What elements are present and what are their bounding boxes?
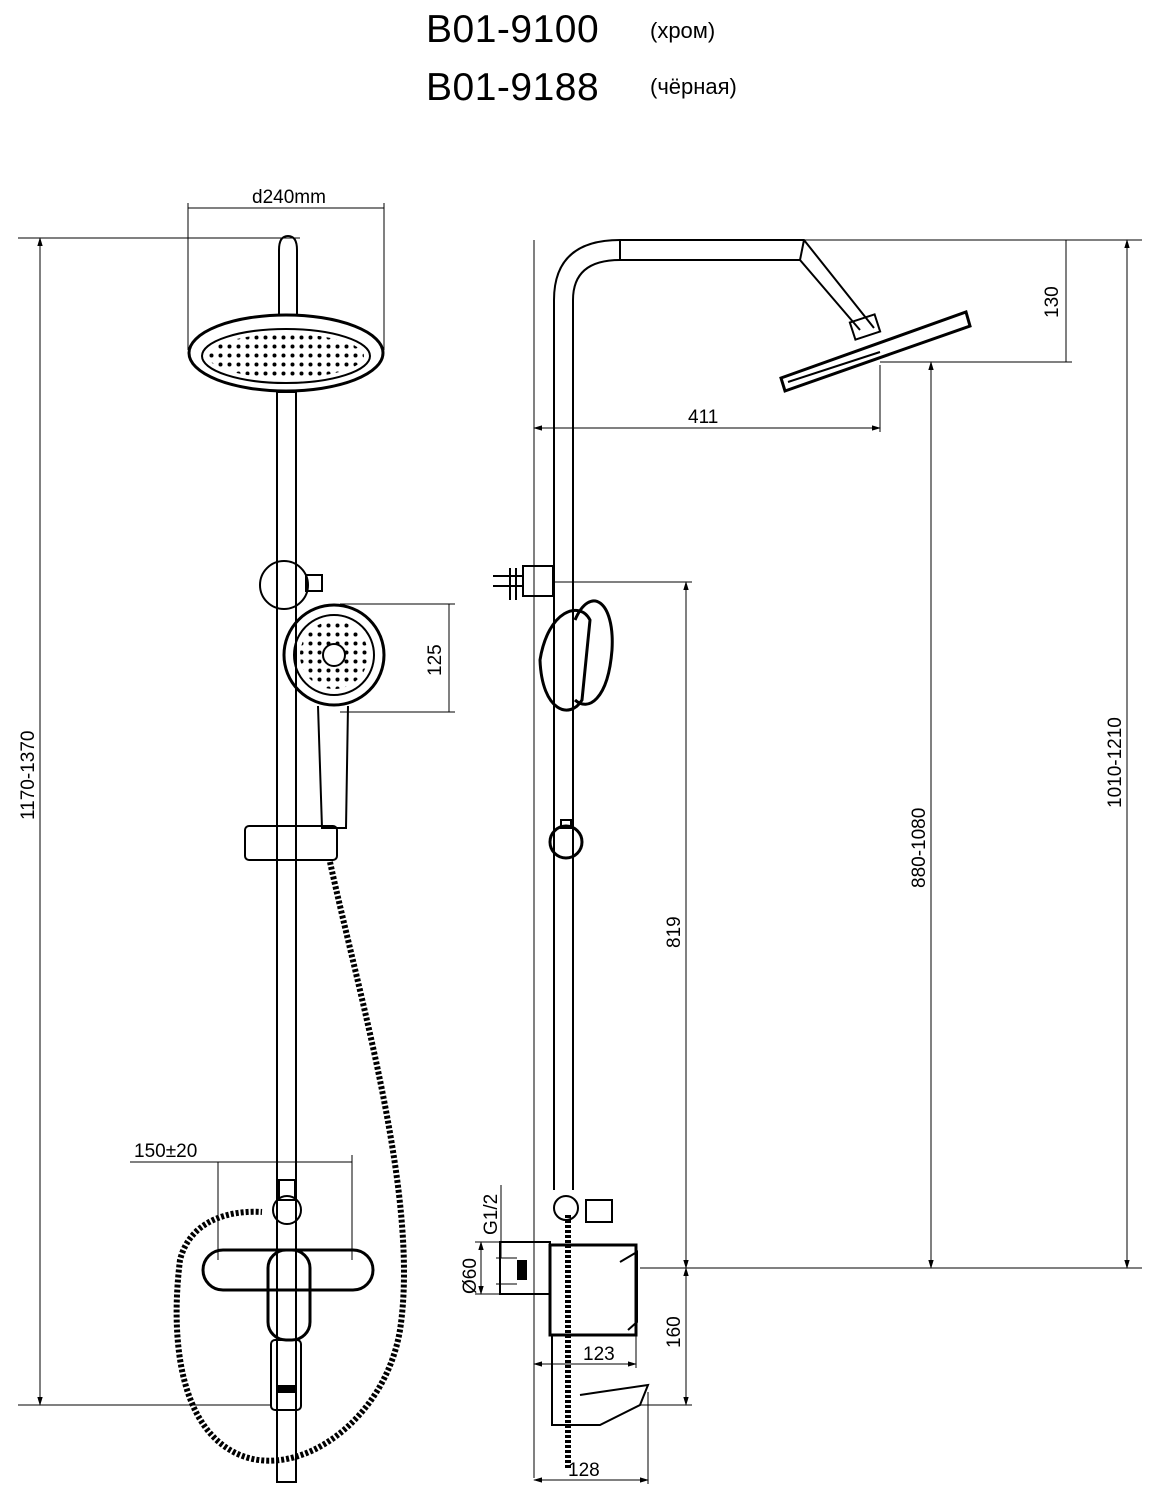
hand-shower-face [293,614,375,696]
hand-shower-center [322,643,346,667]
side-riser-arm [553,239,875,1190]
dim-flange: Ø60 [460,1258,481,1294]
rain-head-face [201,328,371,384]
side-riser-arm-inner [572,259,861,1190]
spout-tip [278,1385,296,1393]
shower-hose [173,861,407,1464]
wall-bracket [522,565,554,597]
mixer-lever [266,1248,312,1342]
slider-bracket [244,825,338,861]
dim-arm-reach: 411 [688,407,718,428]
spout [270,1339,302,1411]
dim-spout-depth: 128 [568,1460,600,1481]
dim-head-height: 880-1080 [909,808,930,888]
diverter-stem [278,1179,296,1201]
hand-shower-handle [317,705,349,829]
model-number-black: B01-9188 [426,66,600,109]
side-mixer-body [548,1243,638,1337]
side-flange-thread [517,1260,527,1280]
dim-bar-length: 819 [664,916,685,948]
side-arm-cap-2 [799,239,805,261]
front-view [173,234,407,1483]
dim-mixer-depth: 123 [583,1344,615,1365]
side-diverter-knob [585,1199,613,1223]
diverter [272,1195,302,1225]
dim-head-diameter: d240mm [252,187,326,208]
front-dimensions: d240mm 1170-1370 125 150±20 [18,187,455,1406]
head-connector [848,313,882,341]
dim-spout-height: 160 [664,1316,685,1348]
side-hand-shower [538,609,592,712]
side-dimensions: 411 130 819 880-1080 1010-1210 Ø60 G1/2 … [460,239,1142,1484]
front-rod-top [278,234,298,315]
dim-thread: G1/2 [481,1194,502,1235]
finish-note-black: (чёрная) [650,74,737,99]
dim-overall-from-mixer: 1010-1210 [1105,717,1126,808]
rain-head-nozzles [208,334,364,378]
finish-note-chrome: (хром) [650,18,716,43]
dim-hand-shower: 125 [425,644,446,676]
side-view [493,239,972,1470]
mixer-body [201,1248,375,1292]
front-main-rod [276,391,297,1483]
upper-holder [259,560,309,610]
wall-anchor [493,568,523,600]
model-number-chrome: B01-9100 [426,8,600,51]
holder-knob [305,574,323,592]
side-mixer-lever [619,1250,638,1331]
side-slider-tab [560,819,572,829]
side-rain-head [779,310,972,393]
dim-total-height: 1170-1370 [18,731,39,820]
hand-shower-head [282,603,386,707]
side-hand-shower-holder [573,599,614,706]
dim-mixer-spacing: 150±20 [134,1141,197,1162]
side-rain-head-lip [787,351,881,383]
side-slider-knob [548,824,584,860]
dim-head-drop: 130 [1042,286,1063,318]
